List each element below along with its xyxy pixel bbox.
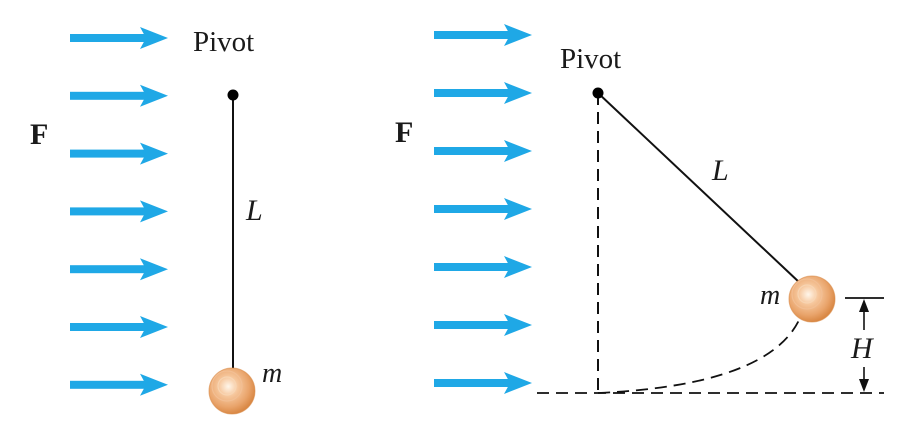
right-mass-label: m (760, 280, 781, 311)
right-force-arrow-icon (434, 372, 532, 394)
left-force-arrow-icon (70, 27, 168, 49)
left-force-arrows (70, 27, 168, 396)
left-pivot-label: Pivot (193, 26, 255, 58)
right-force-arrow-icon (434, 314, 532, 336)
left-pivot-dot-icon (227, 89, 239, 101)
left-force-arrow-icon (70, 142, 168, 165)
right-force-arrow-icon (434, 82, 532, 104)
right-pivot-dot-icon (592, 87, 604, 99)
right-force-arrow-icon (434, 24, 532, 46)
left-force-arrow-icon (70, 316, 168, 338)
right-force-label: F (395, 116, 414, 149)
left-mass-label: m (262, 358, 283, 389)
left-bob-icon (208, 367, 256, 415)
left-force-arrow-icon (70, 200, 168, 223)
left-force-arrow-icon (70, 373, 168, 396)
left-length-label: L (246, 194, 263, 227)
right-force-arrow-icon (434, 198, 532, 220)
right-force-arrows (434, 24, 532, 394)
left-force-arrow-icon (70, 258, 168, 281)
left-force-label: F (30, 118, 49, 151)
height-label: H (851, 332, 873, 365)
right-pivot-label: Pivot (560, 43, 622, 75)
right-swing-arc (597, 317, 801, 394)
right-string (597, 92, 801, 284)
right-bob-icon (788, 275, 836, 323)
right-length-label: L (712, 154, 729, 187)
height-dimension-arrow-icon (859, 299, 869, 392)
right-force-arrow-icon (434, 140, 532, 162)
right-force-arrow-icon (434, 256, 532, 278)
left-force-arrow-icon (70, 84, 168, 107)
